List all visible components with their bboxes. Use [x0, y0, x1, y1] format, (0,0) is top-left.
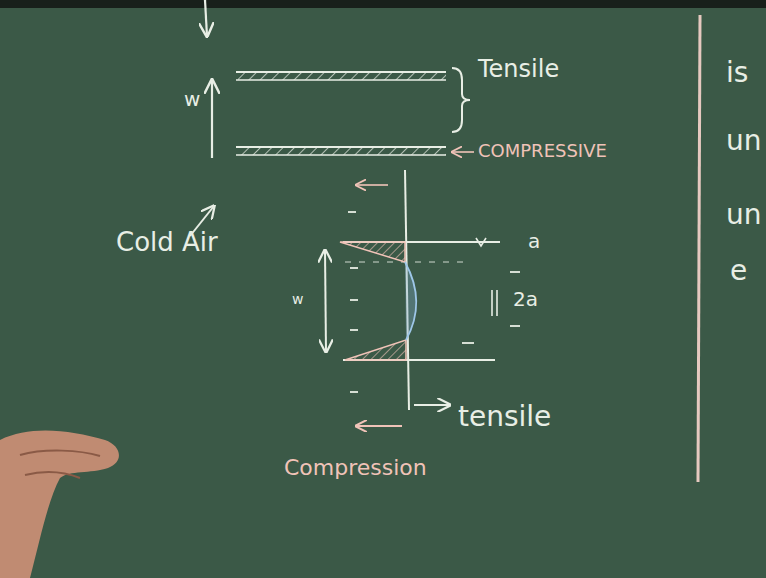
- stress-label: Compression: [284, 456, 427, 480]
- stress-profile: [325, 170, 520, 426]
- hand: [0, 431, 119, 578]
- stress-label: Tensile: [478, 56, 559, 82]
- board-edge: [0, 0, 766, 8]
- dimension-label: a: [528, 230, 540, 252]
- dimension-label: 2a: [513, 288, 538, 310]
- leader-arrow: [452, 151, 474, 153]
- plate-bottom: [236, 147, 446, 155]
- pointer-arrow: [205, 0, 207, 36]
- dimension-label: w: [292, 292, 303, 307]
- brace: [452, 68, 470, 132]
- board-text: un: [726, 126, 762, 157]
- board-divider: [698, 15, 700, 482]
- stress-label: COMPRESSIVE: [478, 141, 607, 161]
- plate-top: [236, 72, 446, 80]
- note-label: Cold Air: [116, 228, 218, 257]
- dimension-label: w: [184, 88, 200, 110]
- board-text: un: [726, 200, 762, 231]
- width-arrow: [211, 80, 213, 158]
- board-text: is: [726, 58, 748, 89]
- stress-label: tensile: [458, 402, 551, 433]
- board-text: e: [730, 256, 747, 287]
